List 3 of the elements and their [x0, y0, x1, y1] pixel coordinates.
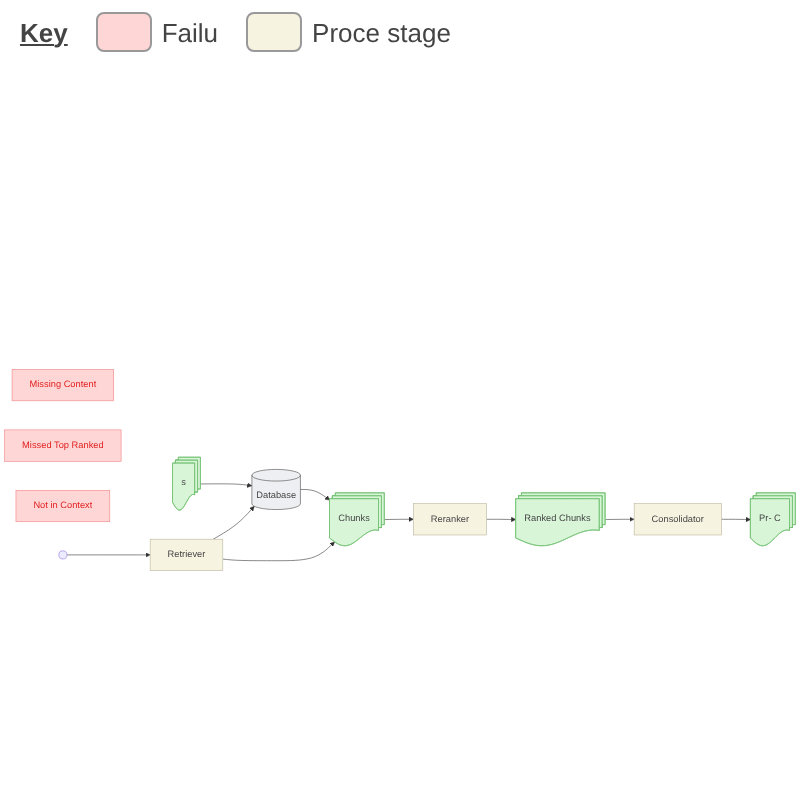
- legend-heading: Key: [20, 17, 68, 47]
- legend-text: Proce stage: [312, 17, 451, 47]
- legend-text: Failu: [161, 17, 219, 47]
